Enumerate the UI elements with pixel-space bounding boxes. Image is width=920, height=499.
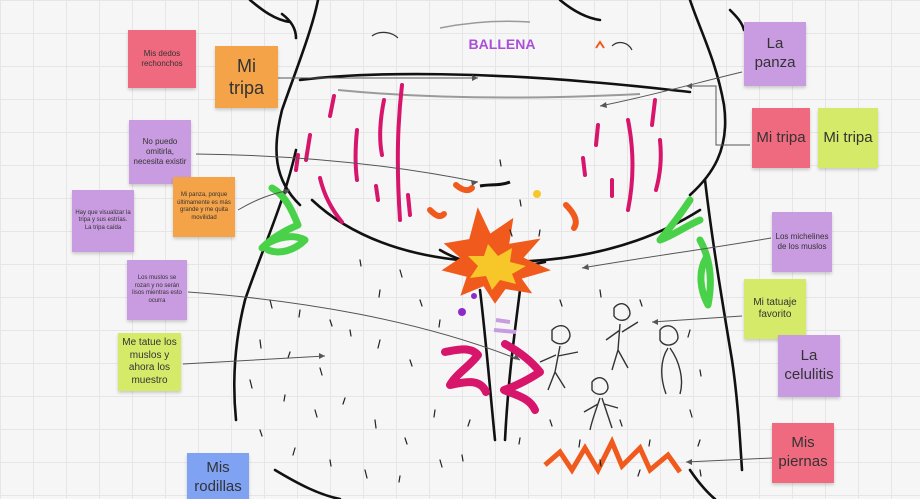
stretch-mark: [356, 130, 358, 180]
board-title: BALLENA: [462, 36, 542, 52]
arrow-me-tatue: [183, 356, 325, 364]
note-text: La celulitis: [781, 347, 837, 385]
arrow-no-puedo: [196, 154, 478, 182]
tattoo-figure: [540, 326, 578, 390]
note-text: La panza: [747, 35, 803, 73]
sticky-note-tatuaje[interactable]: Mi tatuaje favorito: [744, 279, 806, 339]
sticky-note-mis-dedos[interactable]: Mis dedos rechonchos: [128, 30, 196, 88]
sticky-note-no-puedo[interactable]: No puedo omitirla, necesita existir: [129, 120, 191, 184]
sticky-note-mis-piernas[interactable]: Mis piernas: [772, 423, 834, 483]
tattoo-figure: [584, 378, 618, 430]
sticky-note-mi-tripa-lime[interactable]: Mi tripa: [818, 108, 878, 168]
right-arm-outline: [690, 0, 725, 195]
sticky-note-me-tatue[interactable]: Me tatue los muslos y ahora los muestro: [118, 333, 181, 391]
chest-doodle: [372, 32, 398, 38]
inner-thigh-right: [505, 290, 520, 440]
purple-dot: [471, 293, 477, 299]
note-text: Hay que visualizar la tripa y sus estría…: [75, 210, 131, 233]
inner-thigh-left: [480, 290, 495, 440]
sticky-note-michelines[interactable]: Los michelines de los muslos: [772, 212, 832, 272]
left-shoulder-curve: [250, 0, 290, 22]
sticky-note-hay-que[interactable]: Hay que visualizar la tripa y sus estría…: [72, 190, 134, 252]
tattoo-figure: [606, 304, 638, 370]
stretch-mark: [583, 158, 585, 175]
note-text: Mi tripa: [823, 129, 872, 148]
yellow-dot: [533, 190, 541, 198]
arrow-tripa-red: [686, 86, 750, 145]
stretch-mark: [408, 195, 410, 215]
note-text: Me tatue los muslos y ahora los muestro: [121, 337, 178, 387]
tattoo-scribble-left: [445, 349, 486, 392]
arrow-piernas: [686, 458, 772, 462]
stretch-mark: [330, 96, 334, 116]
purple-dot: [458, 308, 466, 316]
right-leg-knee-curve: [690, 470, 715, 499]
note-text: Mi tripa: [756, 129, 805, 148]
note-text: Mi panza, porque últimamente es más gran…: [176, 192, 232, 222]
left-leg-knee-curve: [275, 470, 340, 499]
sticky-note-mi-tripa-orange[interactable]: Mi tripa: [215, 46, 278, 108]
note-text: Mis dedos rechonchos: [131, 49, 193, 69]
stretch-mark: [656, 140, 661, 190]
green-scribble-left: [262, 188, 305, 252]
orange-doodle: [596, 42, 604, 48]
stretch-mark: [596, 125, 598, 145]
orange-zigzag: [545, 442, 680, 472]
sticky-note-mi-panza[interactable]: Mi panza, porque últimamente es más gran…: [173, 177, 235, 237]
note-text: No puedo omitirla, necesita existir: [132, 137, 188, 167]
right-torso-outline: [705, 180, 742, 470]
sticky-note-mi-tripa-red[interactable]: Mi tripa: [752, 108, 810, 168]
arrow-michelines: [582, 238, 771, 268]
belly-gray-line: [338, 90, 640, 97]
right-shoulder-curve: [560, 0, 600, 20]
orange-stroke: [430, 210, 444, 216]
note-text: Mis piernas: [775, 434, 831, 472]
stretch-mark: [398, 85, 402, 220]
stretch-mark: [376, 186, 378, 200]
note-text: Mi tripa: [218, 55, 275, 100]
navel-mark: [480, 182, 510, 186]
orange-stroke: [566, 205, 576, 228]
right-elbow-curve: [730, 10, 744, 30]
stretch-mark: [628, 120, 633, 210]
chest-gray-line: [440, 21, 530, 28]
chest-doodle: [612, 43, 632, 50]
note-text: Los michelines de los muslos: [775, 232, 829, 252]
note-text: Los muslos se rozan y no serán lisos mie…: [130, 275, 184, 305]
sticky-note-mis-rodillas[interactable]: Mis rodillas: [187, 453, 249, 499]
stretch-mark: [306, 135, 310, 160]
lavender-stroke: [494, 320, 516, 332]
arrow-tatuaje: [652, 316, 742, 322]
stretch-mark: [380, 100, 384, 155]
orange-stroke: [456, 185, 472, 190]
sticky-note-la-panza[interactable]: La panza: [744, 22, 806, 86]
sticky-note-celulitis[interactable]: La celulitis: [778, 335, 840, 397]
stretch-mark: [296, 155, 298, 170]
green-scribble-right: [700, 240, 710, 305]
green-scribble-right-top: [660, 200, 700, 240]
note-text: Mis rodillas: [190, 459, 246, 497]
sticky-note-muslos-rozan[interactable]: Los muslos se rozan y no serán lisos mie…: [127, 260, 187, 320]
tattoo-figure: [660, 326, 682, 394]
note-text: Mi tatuaje favorito: [747, 297, 803, 322]
left-elbow-curve: [282, 14, 296, 38]
left-arm-outline: [276, 0, 318, 205]
belly-outline-top: [300, 74, 690, 92]
stretch-mark: [652, 100, 655, 125]
